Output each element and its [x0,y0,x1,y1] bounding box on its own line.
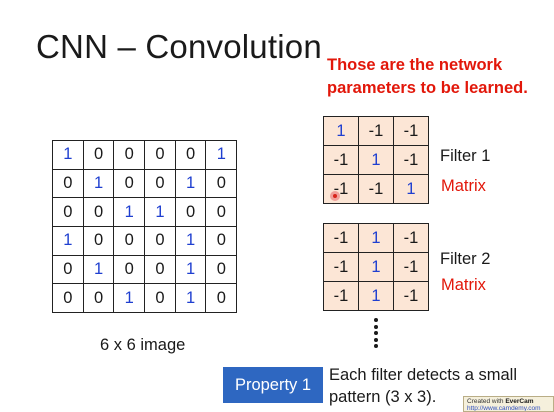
image-matrix-cell: 1 [113,283,146,314]
image-matrix-cell: 1 [52,140,84,170]
image-matrix-cell: 0 [82,283,115,314]
filter-2-cell: -1 [323,223,359,253]
image-matrix-cell: 1 [82,254,115,285]
image-matrix-cell: 0 [174,140,207,170]
pointer-cursor-icon [330,191,340,201]
filter-2-label: Filter 2 [440,250,491,268]
image-matrix-cell: 0 [113,168,146,199]
filter-1-cell: -1 [323,145,359,175]
image-matrix-cell: 1 [174,226,207,256]
image-matrix-cell: 1 [174,254,207,285]
filter-1-cell: 1 [323,116,359,146]
image-matrix-cell: 0 [144,226,176,256]
watermark-brand: EverCam [505,398,534,405]
image-matrix-cell: 1 [52,226,84,256]
watermark-prefix: Created with [467,398,504,405]
filter-2-cell: 1 [358,281,394,311]
watermark-url: http://www.camdemy.com [467,405,541,412]
image-matrix-cell: 0 [205,226,238,256]
image-matrix-cell: 1 [205,140,238,170]
image-matrix-cell: 0 [144,140,176,170]
filter-2-cell: -1 [393,252,429,282]
image-matrix-cell: 0 [82,197,115,228]
image-matrix-cell: 1 [174,283,207,314]
image-matrix-cell: 0 [205,168,238,199]
image-matrix-cell: 0 [113,140,146,170]
filter-2-cell: -1 [323,252,359,282]
image-matrix-cell: 0 [144,168,176,199]
filter-1-cell: 1 [393,174,429,204]
image-matrix-cell: 0 [52,197,84,228]
filter-1-cell: -1 [358,174,394,204]
filter-2-cell: -1 [393,281,429,311]
filter-1-row: 1-1-1 [323,116,429,146]
image-matrix-cell: 0 [113,254,146,285]
filter-1-label: Filter 1 [440,147,491,165]
slide-title: CNN – Convolution [36,28,322,65]
more-filters-ellipsis-icon [371,318,381,352]
filter-2-cell: 1 [358,223,394,253]
filter-1-sublabel: Matrix [441,177,486,195]
filter-1-cell: -1 [393,116,429,146]
image-matrix-cell: 0 [82,140,115,170]
filter-1-cell: -1 [323,174,359,204]
image-matrix-cell: 0 [205,197,238,228]
image-matrix-cell: 0 [52,283,84,314]
parameters-note: Those are the network parameters to be l… [327,56,528,97]
image-matrix-cell: 1 [174,168,207,199]
image-caption: 6 x 6 image [100,336,186,354]
filter-1-cell: -1 [393,145,429,175]
image-matrix-cell: 0 [52,254,84,285]
image-matrix-cell: 1 [144,197,176,228]
image-matrix-cell: 0 [174,197,207,228]
image-matrix-cell: 1 [113,197,146,228]
property-description: Each filter detects a small pattern (3 x… [329,366,517,406]
filter-2-cell: -1 [323,281,359,311]
filter-2-cell: 1 [358,252,394,282]
property-badge: Property 1 [223,367,323,403]
filter-2-cell: -1 [393,223,429,253]
image-matrix-cell: 0 [113,226,146,256]
image-matrix-cell: 0 [205,254,238,285]
image-matrix-cell: 0 [144,283,176,314]
filter-2-sublabel: Matrix [441,276,486,294]
image-matrix-cell: 0 [144,254,176,285]
image-matrix-cell: 1 [82,168,115,199]
evercam-watermark: Created with EverCam http://www.camdemy.… [463,396,554,412]
image-matrix-cell: 0 [52,168,84,199]
image-matrix-cell: 0 [82,226,115,256]
filter-1-cell: 1 [358,145,394,175]
filter-1-cell: -1 [358,116,394,146]
image-matrix-cell: 0 [205,283,238,314]
